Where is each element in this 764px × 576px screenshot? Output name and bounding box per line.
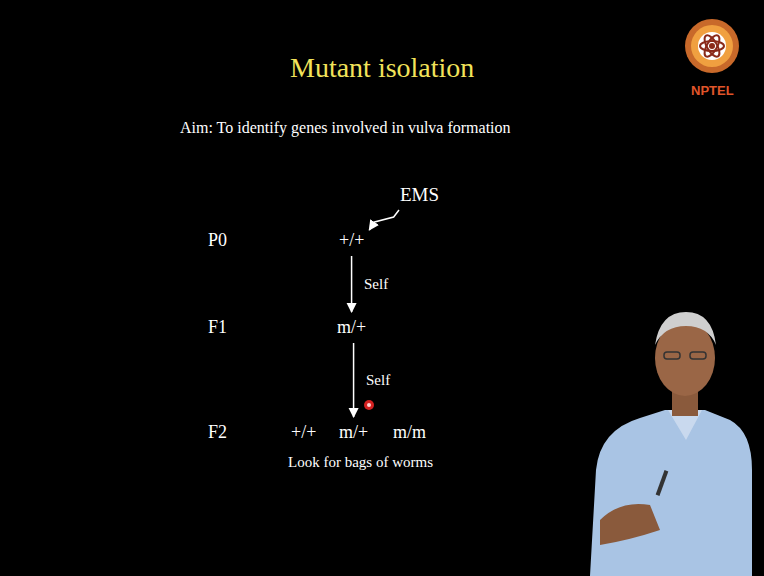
aim-text: Aim: To identify genes involved in vulva…: [180, 119, 511, 137]
arrow-connector: [351, 256, 353, 312]
logo-text: NPTEL: [691, 83, 734, 98]
genotype-node: m/+: [334, 315, 369, 340]
mutagen-label: EMS: [397, 182, 442, 208]
arrow-connector: [369, 210, 399, 230]
genotype-node: +/+: [288, 420, 319, 445]
node-text: EMS: [400, 184, 439, 205]
logo-emblem: [685, 19, 739, 73]
node-text: +/+: [339, 230, 364, 250]
node-text: +/+: [291, 422, 316, 442]
generation-label: F2: [208, 422, 227, 443]
genotype-node: m/+: [336, 420, 371, 445]
pointer-dot-core: [367, 403, 371, 407]
presenter-photo: [590, 312, 752, 576]
genotype-node: +/+: [336, 228, 367, 253]
arrow-connector: [353, 343, 355, 417]
pointer-dot: [364, 400, 374, 410]
generation-label: F1: [208, 317, 227, 338]
node-text: m/m: [393, 422, 426, 442]
node-text: m/+: [337, 317, 366, 337]
slide-title: Mutant isolation: [290, 52, 474, 84]
note-text: Look for bags of worms: [288, 454, 433, 471]
edge-label: Self: [364, 372, 392, 389]
node-text: m/+: [339, 422, 368, 442]
edge-label: Self: [362, 276, 390, 293]
generation-label: P0: [208, 230, 227, 251]
genotype-node: m/m: [390, 420, 429, 445]
